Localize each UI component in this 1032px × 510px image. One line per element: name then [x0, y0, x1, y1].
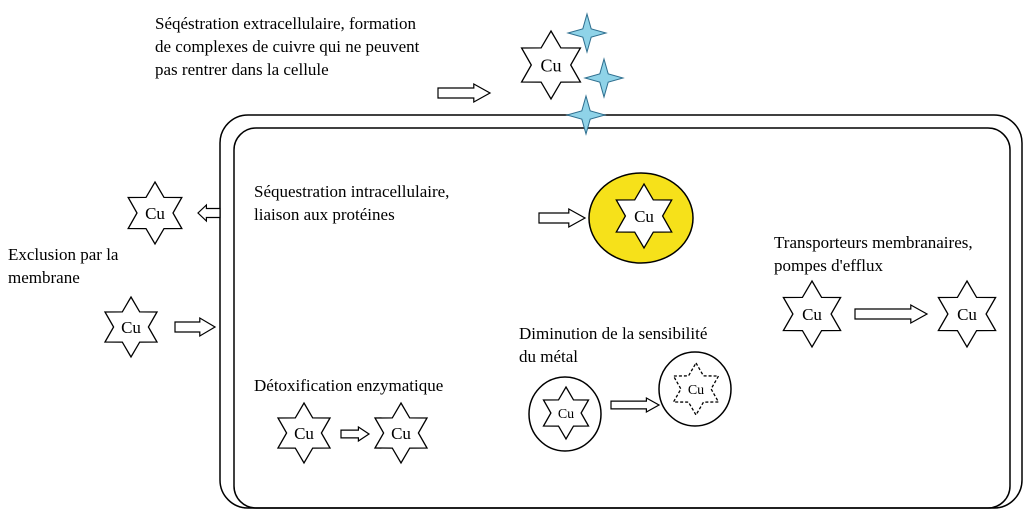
- cu-symbol-text: Cu: [802, 305, 822, 324]
- arrow-shape: [340, 425, 371, 443]
- cu-symbol-text: Cu: [688, 383, 704, 398]
- cu-star-icon: Cu: [127, 180, 183, 246]
- star-shape: [520, 29, 582, 101]
- arrow-icon: [854, 303, 929, 325]
- arrow-icon: [340, 425, 371, 443]
- label-intracellular-sequestration: Séquestration intracellulaire, liaison a…: [254, 182, 450, 224]
- cu-symbol-text: Cu: [391, 424, 411, 443]
- cu-star-icon: Cu: [276, 401, 332, 465]
- arrow-shape: [437, 82, 492, 104]
- star-shape: [276, 401, 332, 465]
- star-shape: [373, 401, 429, 465]
- cu-symbol-text: Cu: [634, 207, 654, 226]
- cu-star-icon: Cu: [103, 295, 159, 359]
- cu-symbol-text: Cu: [540, 55, 561, 75]
- sparkle-shape: [566, 12, 608, 54]
- cell-membrane-inner: [233, 127, 1011, 509]
- star-shape: [782, 279, 842, 349]
- sparkle-shape: [583, 57, 625, 99]
- arrow-icon: [437, 82, 492, 104]
- label-membrane-exclusion: Exclusion par la membrane: [8, 245, 119, 287]
- cu-symbol-text: Cu: [957, 305, 977, 324]
- label-extracellular-sequestration: Séqéstration extracellulaire, formation …: [155, 14, 420, 79]
- star-shape: [103, 295, 159, 359]
- cu-symbol-text: Cu: [294, 424, 314, 443]
- sparkle-shape: [565, 94, 607, 136]
- cu-star-icon: Cu: [520, 29, 582, 101]
- cu-symbol-text: Cu: [121, 318, 141, 337]
- label-membrane-transporters: Transporteurs membranaires, pompes d'eff…: [774, 233, 973, 275]
- arrow-shape: [610, 396, 661, 414]
- arrow-shape: [854, 303, 929, 325]
- cu-star-icon: Cu: [782, 279, 842, 349]
- arrow-icon: [538, 207, 587, 229]
- cu-symbol-text: Cu: [558, 407, 574, 422]
- star-shape: [127, 180, 183, 246]
- label-metal-sensitivity: Diminution de la sensibilité du métal: [519, 324, 708, 366]
- arrow-icon: [197, 203, 221, 223]
- arrow-icon: [174, 316, 217, 338]
- arrow-shape: [538, 207, 587, 229]
- cu-star-icon: Cu: [672, 361, 720, 417]
- cu-symbol-text: Cu: [145, 204, 165, 223]
- sparkle-icon: [566, 12, 608, 54]
- arrow-shape: [197, 203, 221, 223]
- label-enzymatic-detox: Détoxification enzymatique: [254, 376, 444, 395]
- arrow-shape: [174, 316, 217, 338]
- star-shape: [615, 182, 673, 250]
- cu-star-icon: Cu: [937, 279, 997, 349]
- star-shape: [937, 279, 997, 349]
- cu-star-icon: Cu: [542, 385, 590, 441]
- cu-star-icon: Cu: [373, 401, 429, 465]
- cu-star-icon: Cu: [615, 182, 673, 250]
- star-shape: [542, 385, 590, 441]
- sparkle-icon: [565, 94, 607, 136]
- star-shape: [672, 361, 720, 417]
- arrow-icon: [610, 396, 661, 414]
- sparkle-icon: [583, 57, 625, 99]
